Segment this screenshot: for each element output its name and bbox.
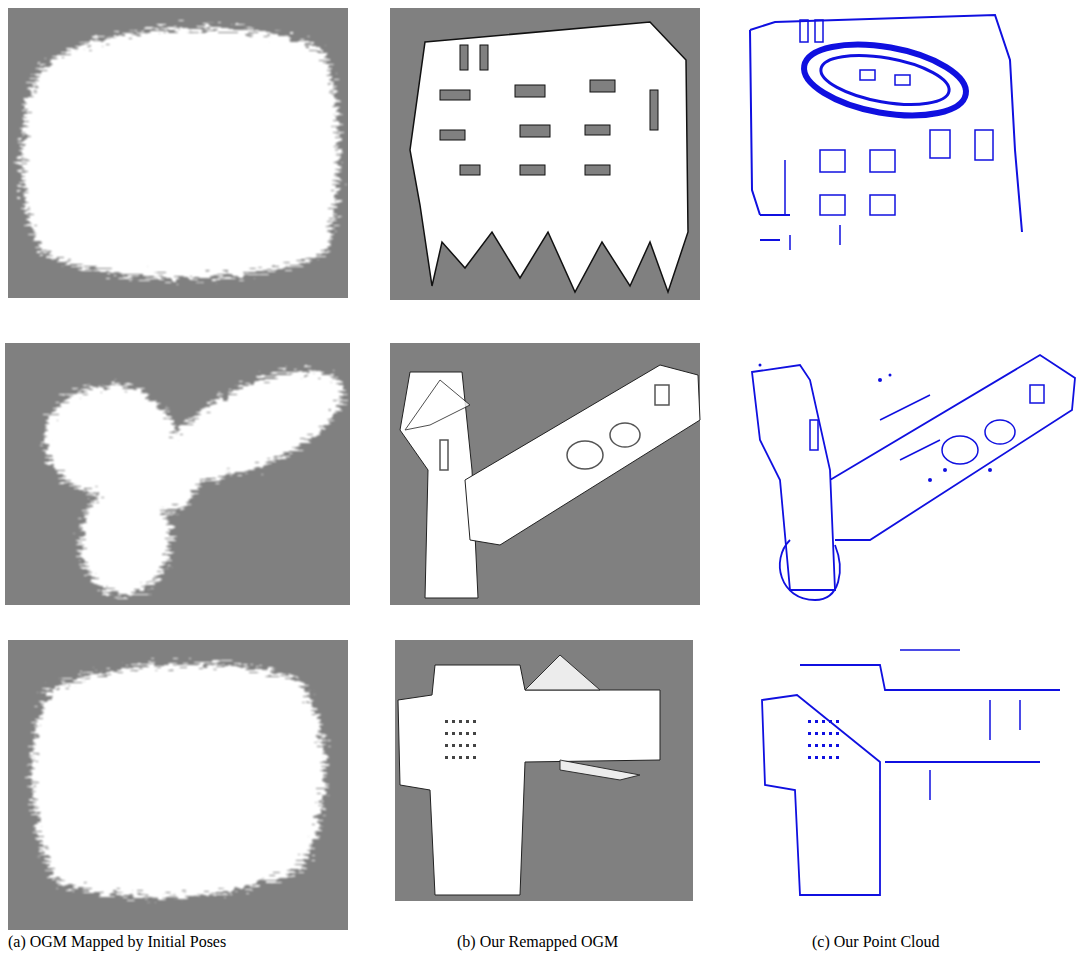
ogm-remapped [390,8,700,901]
subfigure-caption: (b) Our Remapped OGM [457,932,618,951]
subfigure-caption: (c) Our Point Cloud [812,932,940,951]
subfigure-caption: (a) OGM Mapped by Initial Poses [8,932,226,951]
ogm-initial [5,8,358,930]
point-cloud [750,15,1075,895]
